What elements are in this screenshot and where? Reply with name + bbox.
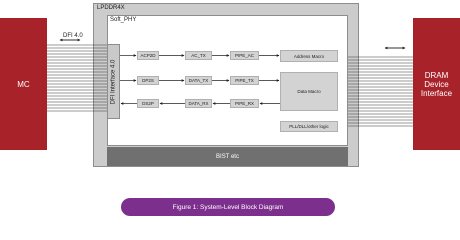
pll-dll-box: PLL/DLL/other logic <box>280 121 338 132</box>
pipe-tx-box: PIPE_TX <box>230 76 259 85</box>
internal-arrows <box>120 54 280 105</box>
data-rx-box: DATA_RX <box>185 99 212 108</box>
bist-bar: BIST etc <box>107 147 348 166</box>
dram-label-line1: DRAM <box>424 70 449 80</box>
mc-block: MC <box>0 18 47 150</box>
dp2s-box: DP2S <box>137 76 159 85</box>
dram-label-line3: Interface <box>420 88 453 98</box>
lpddr4x-title: LPDDR4X <box>97 5 125 11</box>
data-tx-box: DATA_TX <box>185 76 212 85</box>
acp2d-box: ACP2D <box>137 51 159 60</box>
address-macro-box: Address Macro <box>280 50 338 62</box>
dfi-bus-label: DFI 4.0 <box>63 33 83 39</box>
ac-tx-box: AC_TX <box>185 51 212 60</box>
dfi-bus-lines <box>47 44 107 112</box>
pipe-rx-box: PIPE_RX <box>230 99 259 108</box>
dram-interface-block: DRAM Device Interface <box>413 18 460 150</box>
mc-label: MC <box>17 79 30 89</box>
data-macro-box: Data Macro <box>280 72 338 111</box>
dram-bus-lines <box>348 56 413 127</box>
soft-phy-title: Soft_PHY <box>110 17 137 23</box>
pipe-ac-box: PIPE_AC <box>230 51 259 60</box>
ds2p-box: DS2P <box>137 99 159 108</box>
connection-wires <box>47 38 413 127</box>
dfi-interface-block: DFI Interface 4.0 <box>107 44 120 119</box>
dram-label-line2: Device <box>424 79 449 89</box>
figure-caption: Figure 1: System-Level Block Diagram <box>121 198 335 216</box>
